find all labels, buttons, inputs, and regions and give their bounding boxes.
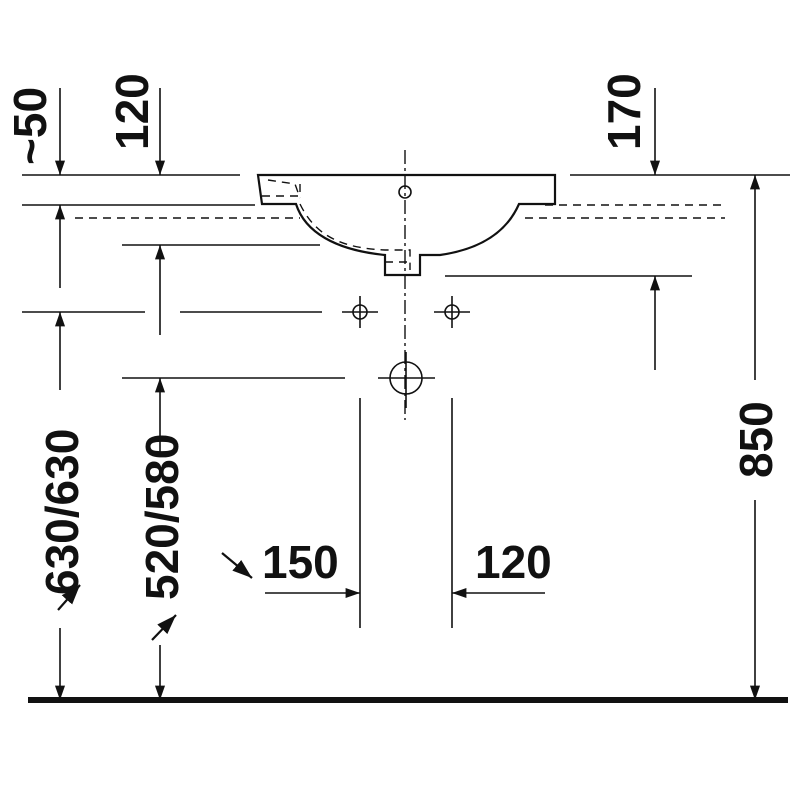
water-connection-right [434,296,470,328]
reference-lines [22,174,790,379]
dim-top-right-depth: 170 [598,73,650,150]
dim-height-mid: 520/580 [136,434,188,600]
dim-height-left: 630/630 [36,429,88,595]
dim-total-height: 850 [730,401,782,478]
basin-outline [256,173,557,277]
drain-connection [378,352,435,408]
dim-top-left-depth: 120 [106,73,158,150]
dim-offset-120: 120 [475,536,552,588]
dim-offset-150: 150 [262,536,339,588]
water-connection-left [342,296,378,328]
dim-top-left-offset: ~50 [4,87,56,165]
